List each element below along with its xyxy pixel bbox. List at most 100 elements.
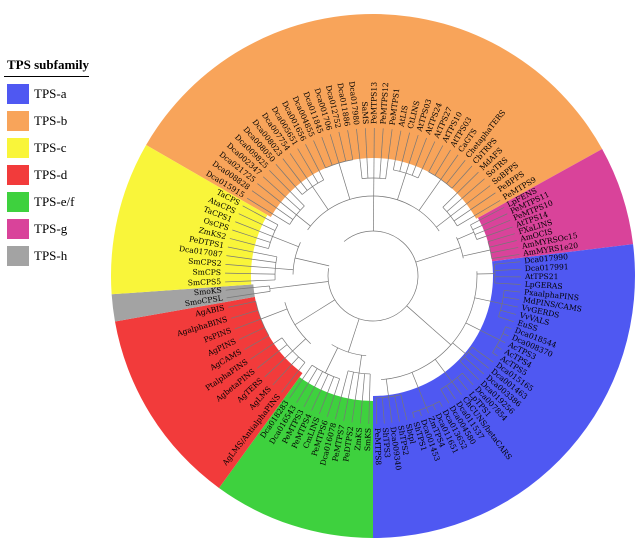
leaf-branch	[231, 309, 259, 319]
taxon-label: PeMTPS12	[379, 82, 391, 125]
leaf-branch	[359, 373, 365, 424]
leaf-branch	[472, 213, 508, 231]
taxon-label: ShTPS3	[381, 427, 392, 458]
leaf-branch	[296, 368, 318, 403]
leaf-branch	[365, 128, 369, 179]
branch-line	[385, 379, 389, 398]
branch-line	[252, 291, 271, 295]
leaf-branch	[442, 171, 479, 208]
leaf-branch	[393, 130, 402, 171]
leaf-branch	[385, 129, 393, 179]
leaf-branch	[474, 219, 511, 235]
leaf-branch	[242, 205, 279, 226]
leaf-branch	[462, 372, 474, 386]
leaf-branch	[432, 404, 436, 411]
leaf-branch	[388, 396, 393, 423]
legend-label: TPS-e/f	[34, 194, 75, 209]
leaf-branch	[281, 362, 306, 393]
leaf-branch	[468, 351, 489, 369]
leaf-branch	[311, 374, 329, 411]
sector-tps-g	[477, 148, 634, 262]
leaf-branch	[232, 229, 271, 243]
sector-tps-e-f	[219, 377, 373, 538]
leaf-branch	[487, 233, 515, 243]
leaf-branch	[399, 132, 410, 172]
leaf-branch	[412, 412, 415, 419]
legend-swatch	[7, 84, 29, 104]
leaf-branch	[471, 346, 494, 363]
branch-line	[452, 342, 467, 355]
leaf-branch	[464, 356, 485, 375]
leaf-branch	[297, 148, 319, 184]
leaf-branch	[289, 153, 313, 187]
leaf-branch	[227, 246, 277, 258]
leaf-branch	[411, 137, 427, 176]
leaf-branch	[264, 350, 293, 378]
leaf-branch	[226, 255, 276, 263]
branch-line	[418, 179, 442, 211]
taxon-label: LpGERAS	[525, 280, 563, 291]
legend-item-tps-g: TPS-g	[7, 219, 67, 239]
root-branch	[415, 254, 437, 263]
leaf-branch	[318, 376, 335, 415]
leaf-branch	[335, 370, 349, 420]
leaf-branch	[382, 397, 385, 424]
branch-line	[296, 214, 311, 227]
leaf-branch	[225, 288, 242, 291]
leaf-branch	[492, 352, 498, 357]
branch-line	[474, 297, 503, 305]
leaf-branch	[246, 197, 290, 225]
leaf-branch	[451, 165, 473, 189]
leaf-branch	[500, 309, 517, 315]
sector-tps-b	[146, 13, 603, 219]
leaf-branch	[251, 190, 294, 220]
leaf-branch	[450, 185, 491, 217]
leaf-branch	[446, 160, 466, 184]
leaf-branch	[494, 282, 521, 285]
leaf-branch	[303, 371, 323, 408]
branch-line	[411, 372, 427, 408]
clade-stem	[294, 311, 317, 326]
leaf-branch	[502, 333, 509, 337]
root-branch	[319, 263, 330, 267]
legend-label: TPS-g	[34, 221, 68, 236]
taxon-label: SmCPS2	[188, 256, 222, 268]
leaf-branch	[326, 378, 340, 417]
legend-label: TPS-b	[34, 113, 68, 128]
taxon-labels: Dca015915Dca008828Dca021725Dca002347Dca0…	[175, 81, 582, 471]
leaf-branch	[244, 335, 270, 350]
legend-item-tps-d: TPS-d	[7, 165, 67, 185]
leaf-branch	[446, 385, 456, 400]
leaf-branch	[504, 289, 521, 293]
leaf-branch	[329, 134, 340, 164]
leaf-branch	[405, 134, 419, 174]
leaf-branch	[425, 407, 429, 414]
leaf-branch	[282, 158, 308, 191]
taxon-label: SmoKS	[193, 286, 222, 298]
leaf-branch	[470, 207, 505, 226]
taxon-label: AtLIS	[397, 105, 410, 129]
branch-line	[436, 215, 451, 228]
leaf-branch	[368, 373, 371, 424]
taxon-label: SmCPS	[192, 268, 221, 278]
legend-item-tps-ef: TPS-e/f	[7, 192, 74, 212]
branch-line	[462, 249, 491, 257]
legend-label: TPS-h	[34, 248, 68, 263]
leaf-branch	[379, 128, 384, 179]
leaf-branch	[225, 264, 276, 269]
root-branch	[315, 299, 336, 312]
leaf-branch	[417, 141, 436, 179]
clade-stem	[347, 328, 357, 353]
leaf-branch	[491, 254, 520, 259]
leaf-branch	[375, 397, 378, 424]
sector-tps-a	[373, 244, 635, 538]
legend-swatch	[7, 111, 29, 131]
sector-tps-d	[114, 296, 303, 488]
legend-swatch	[7, 192, 29, 212]
branch-line	[312, 186, 329, 210]
leaf-branch	[457, 377, 468, 391]
subfamily-sectors	[111, 13, 635, 538]
branch-line	[325, 347, 339, 374]
root-branch	[294, 281, 329, 286]
